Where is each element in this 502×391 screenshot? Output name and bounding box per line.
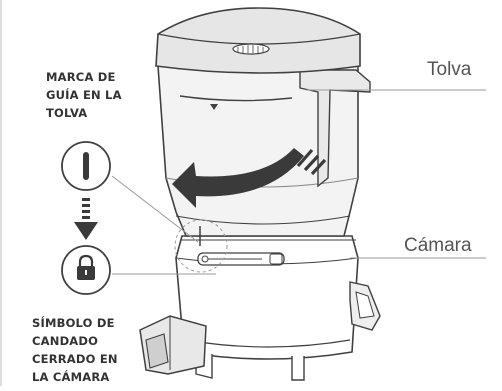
hopper-label: Tolva — [427, 59, 472, 80]
chamber-lock-symbol-caption: SÍMBOLO DE CANDADO CERRADO EN LA CÁMARA — [32, 314, 118, 386]
chamber-base — [175, 235, 381, 381]
padlock-closed-icon — [61, 245, 111, 295]
caption-line: LA CÁMARA — [32, 370, 110, 384]
caption-line: CANDADO — [32, 334, 99, 348]
outlet-spout — [139, 315, 207, 375]
caption-line: GUÍA EN LA — [46, 88, 122, 102]
hopper-body — [157, 65, 371, 246]
caption-line: MARCA DE — [46, 70, 116, 84]
lid — [155, 7, 361, 74]
callout-lines — [111, 89, 486, 275]
caption-line: CERRADO EN — [32, 352, 118, 366]
rotate-counterclockwise-arrow-icon — [172, 148, 327, 208]
vertical-bar-icon — [61, 141, 111, 191]
caption-line: TOLVA — [46, 106, 88, 120]
arrow-down-icon — [74, 198, 98, 240]
hopper-guide-mark-caption: MARCA DE GUÍA EN LA TOLVA — [46, 68, 122, 122]
caption-line: SÍMBOLO DE — [32, 316, 115, 330]
chamber-label: Cámara — [404, 235, 472, 256]
